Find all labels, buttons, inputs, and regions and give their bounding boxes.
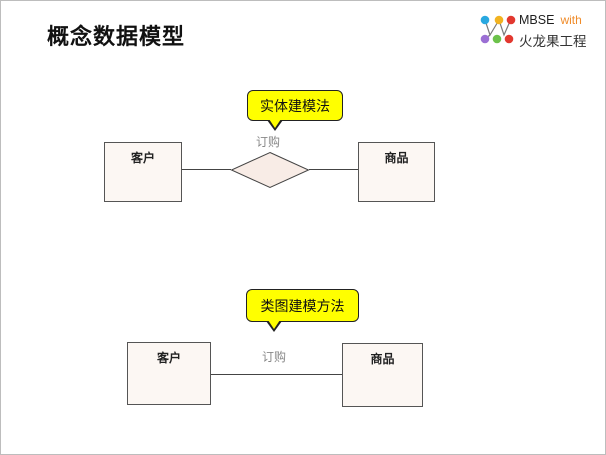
logo: MBSE with 火龙果工程 bbox=[477, 13, 597, 50]
logo-mark-icon bbox=[480, 15, 516, 44]
page-title: 概念数据模型 bbox=[47, 25, 186, 50]
class-customer: 客户 bbox=[127, 342, 211, 405]
callout-class-modeling: 类图建模方法 bbox=[246, 289, 359, 332]
association-label: 订购 bbox=[262, 350, 287, 364]
logo-dot bbox=[506, 15, 516, 25]
logo-dot bbox=[480, 34, 490, 44]
connector-line bbox=[182, 169, 231, 170]
entity-customer: 客户 bbox=[104, 142, 182, 202]
relation-label: 订购 bbox=[256, 135, 281, 149]
entity-product: 商品 bbox=[358, 142, 435, 202]
logo-brand-text: MBSE bbox=[519, 13, 555, 27]
logo-dot bbox=[492, 34, 502, 44]
callout-entity-modeling: 实体建模法 bbox=[247, 90, 343, 131]
logo-dot bbox=[480, 15, 490, 25]
logo-dot bbox=[494, 15, 504, 25]
relationship-diamond bbox=[230, 151, 310, 189]
connector-line bbox=[309, 169, 358, 170]
logo-subtitle: 火龙果工程 bbox=[519, 34, 587, 50]
logo-dot bbox=[504, 34, 514, 44]
logo-with-text: with bbox=[560, 13, 582, 27]
association-line bbox=[211, 374, 342, 375]
logo-brand: MBSE with bbox=[519, 13, 582, 27]
class-product: 商品 bbox=[342, 343, 423, 407]
